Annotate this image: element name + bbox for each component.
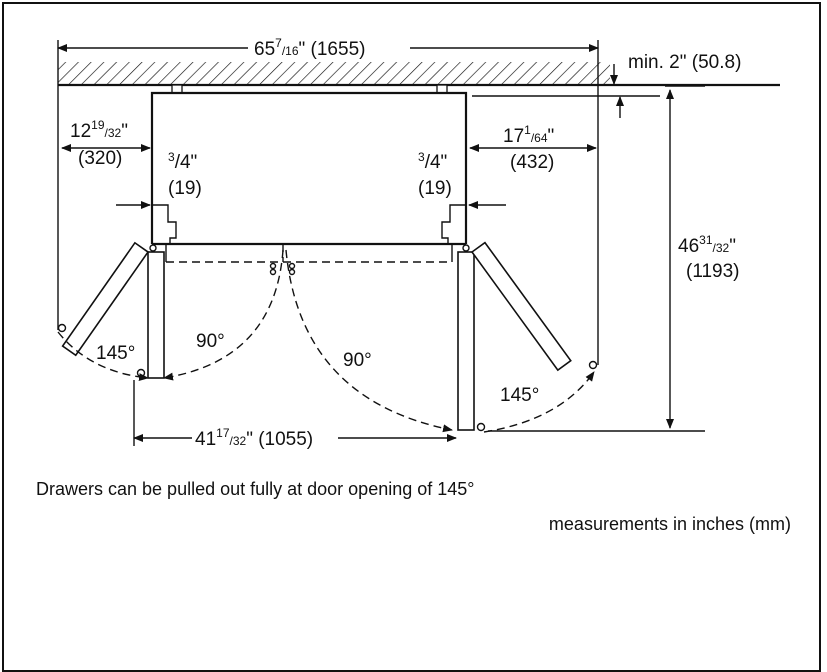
cabinet-body [150, 91, 468, 244]
left-spacer [171, 84, 183, 94]
left-gap-label: 3/4" [168, 150, 197, 173]
depth-mm: (1193) [686, 261, 740, 282]
units-note: measurements in inches (mm) [549, 514, 791, 534]
left-door-90 [147, 251, 165, 379]
drawer-note: Drawers can be pulled out fully at door … [36, 479, 474, 499]
width-dimension-label: 657/16" (1655) [254, 36, 365, 60]
right-90-handle [476, 422, 486, 432]
right-side-label: 171/64" [503, 123, 554, 147]
span-label: 4117/32" (1055) [195, 426, 313, 450]
left-side-mm: (320) [78, 148, 122, 169]
left-90-arc [163, 249, 284, 381]
left-145-handle [57, 323, 67, 333]
left-side-label: 1219/32" [70, 118, 128, 142]
angle-left-145: 145° [96, 343, 135, 364]
right-gap-label: 3/4" [418, 150, 447, 173]
right-spacer [436, 84, 448, 94]
right-hinge-bracket [441, 204, 466, 244]
left-gap-mm: (19) [168, 178, 202, 199]
right-hinge [462, 244, 470, 252]
right-90-arc [285, 249, 453, 433]
wall-hatch [58, 62, 610, 84]
right-door-145 [470, 241, 572, 372]
right-side-mm: (432) [510, 152, 554, 173]
left-door-145 [61, 241, 150, 357]
right-door-90 [457, 251, 475, 431]
angle-right-90: 90° [343, 350, 372, 371]
left-145-arc [57, 331, 149, 382]
depth-label: 4631/32" [678, 233, 736, 257]
right-gap-mm: (19) [418, 178, 452, 199]
center-handles [269, 262, 296, 276]
left-hinge [149, 244, 157, 252]
left-hinge-bracket [152, 204, 177, 244]
right-145-handle [588, 360, 598, 370]
clearance-label: min. 2" (50.8) [628, 52, 741, 73]
right-145-arc [483, 371, 595, 433]
angle-right-145: 145° [500, 385, 539, 406]
angle-left-90: 90° [196, 331, 225, 352]
left-90-handle [136, 368, 146, 378]
